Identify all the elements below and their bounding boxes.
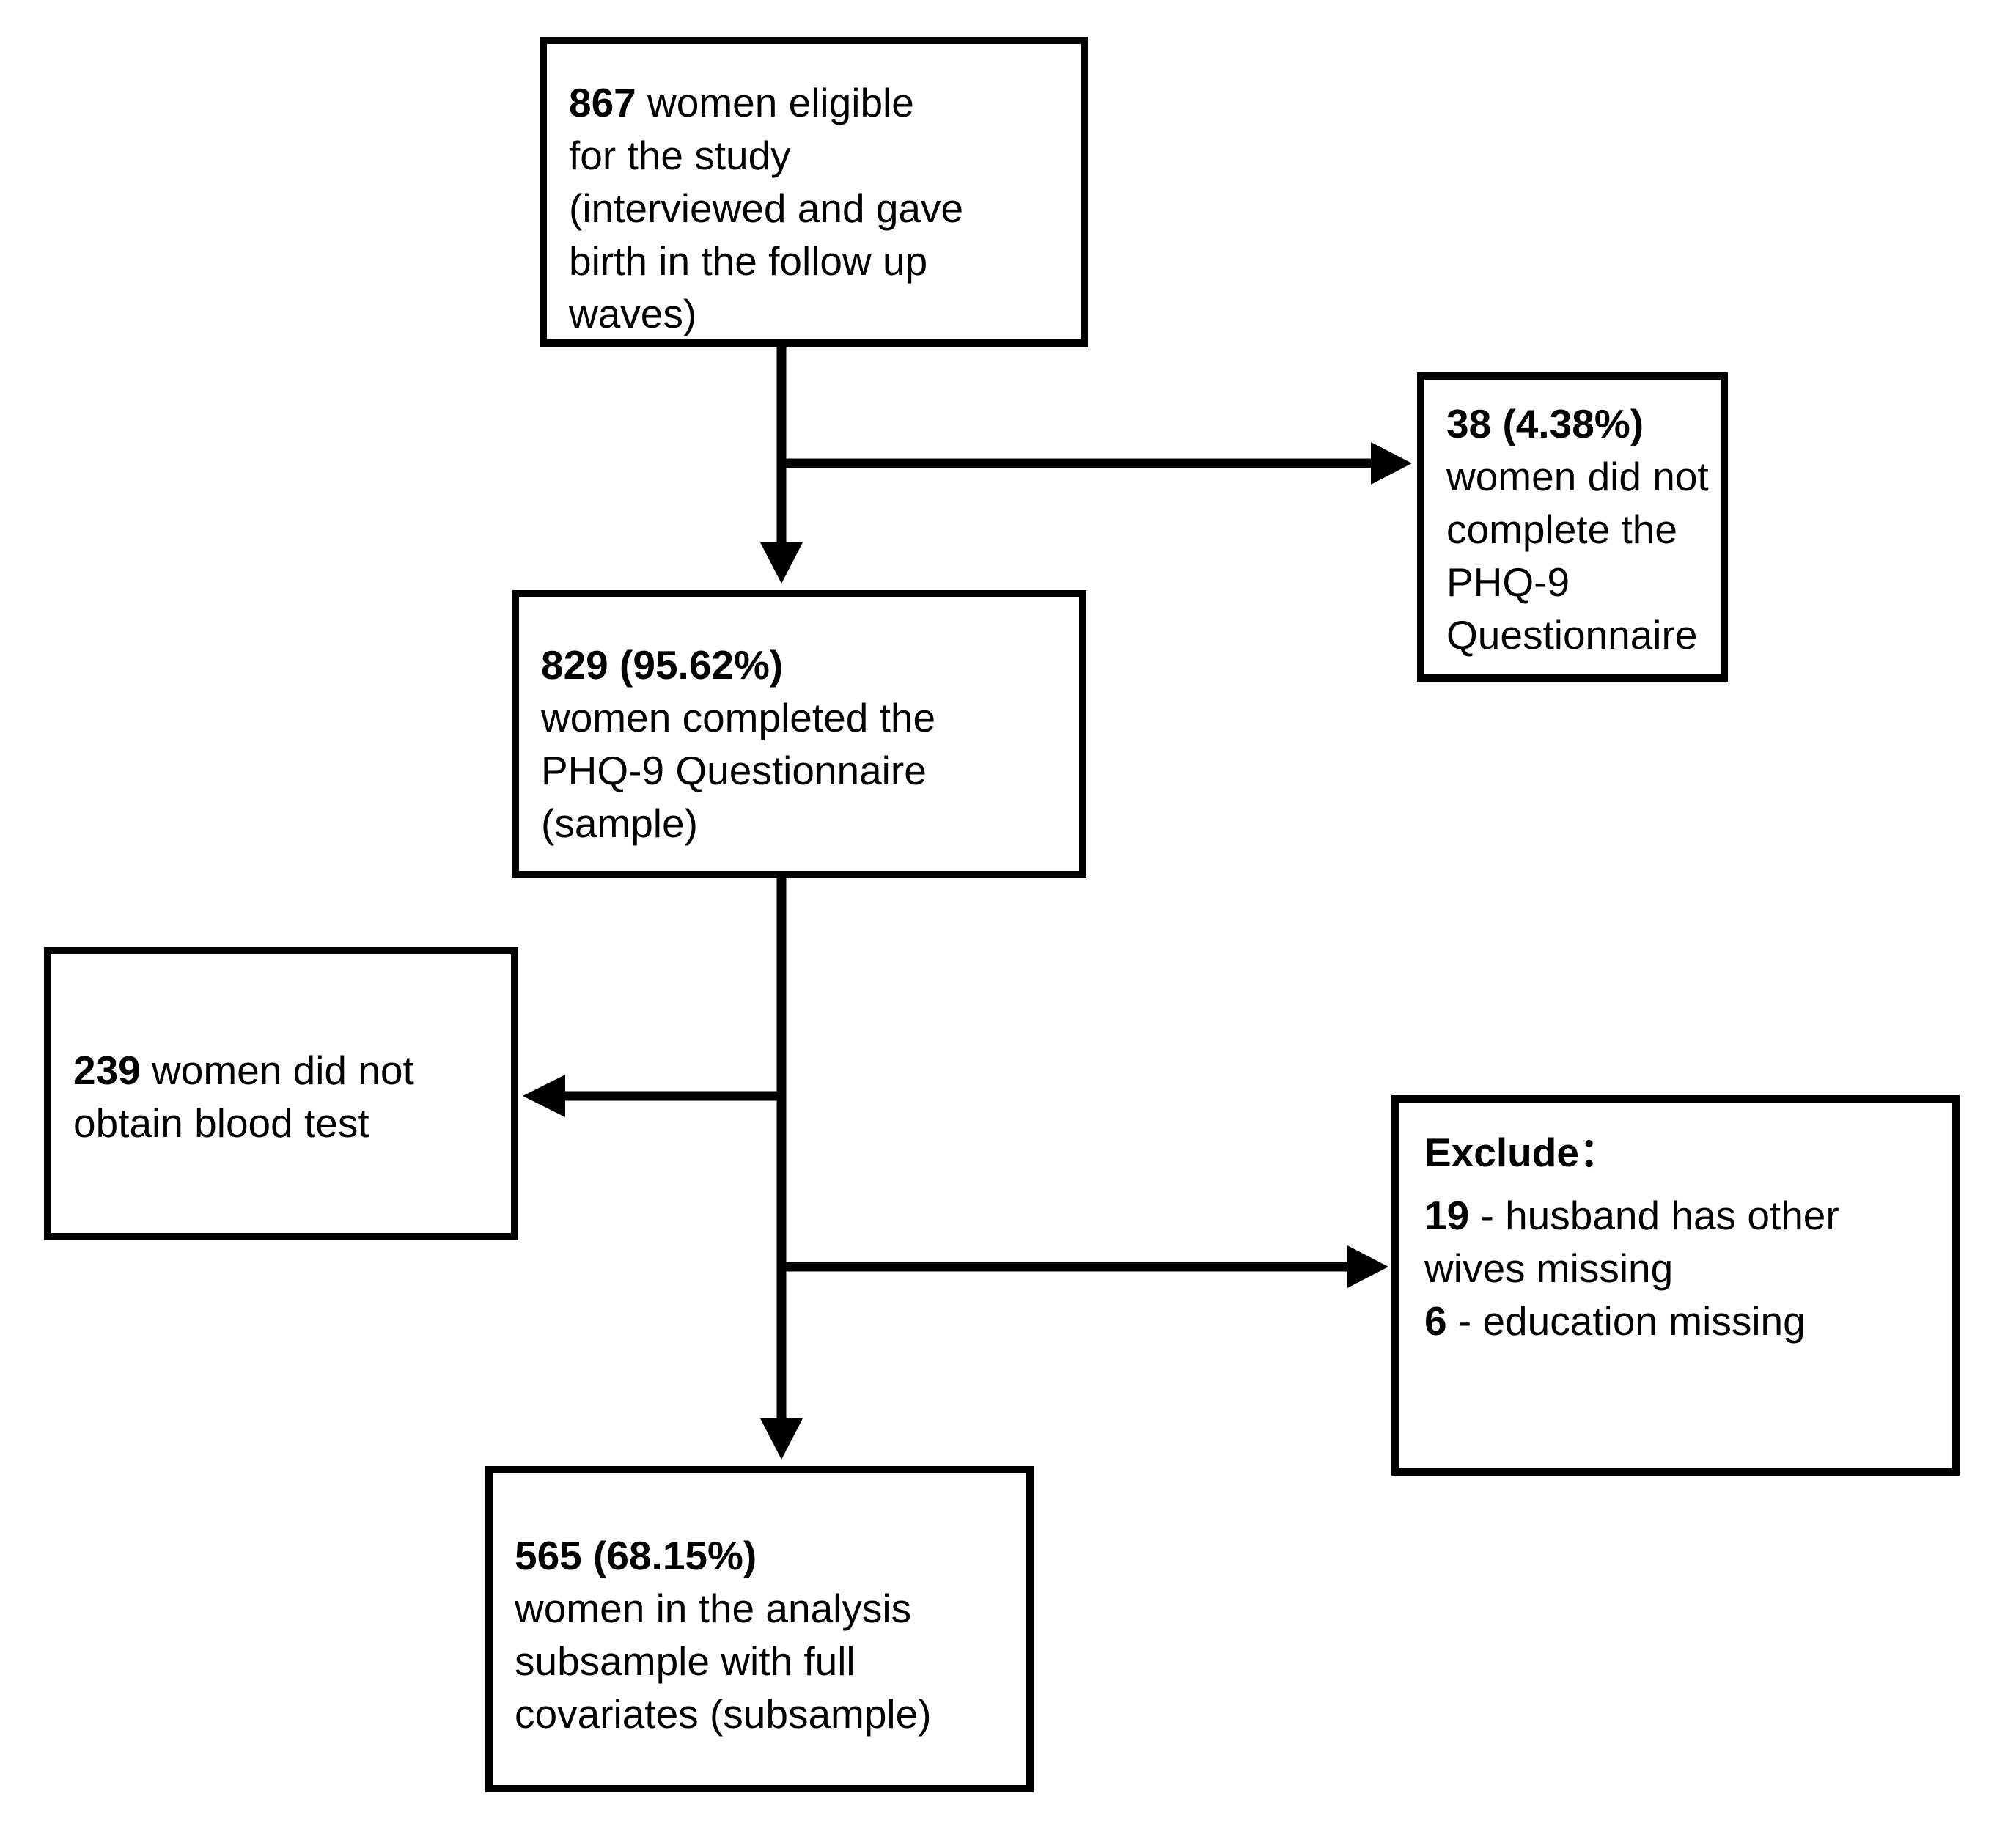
text-line: 565 (68.15%) bbox=[515, 1529, 1019, 1582]
arrow-right-head-2 bbox=[1347, 1245, 1388, 1288]
text-line: 19 - husband has other bbox=[1424, 1189, 1945, 1242]
box-exclude: Exclude： 19 - husband has other wives mi… bbox=[1391, 1095, 1960, 1476]
text-line: obtain blood test bbox=[73, 1097, 504, 1149]
line-text: PHQ-9 Questionnaire bbox=[541, 748, 927, 793]
line-text: women did not bbox=[140, 1048, 414, 1093]
line-text: birth in the follow up bbox=[569, 238, 928, 284]
box-phq9-completed: 829 (95.62%) women completed the PHQ-9 Q… bbox=[512, 590, 1086, 878]
text-line: (interviewed and gave bbox=[569, 182, 1070, 235]
line-text: - husband has other bbox=[1469, 1193, 1839, 1238]
bold-count: 829 (95.62%) bbox=[541, 642, 784, 688]
line-text: Questionnaire bbox=[1446, 612, 1698, 658]
text-line: PHQ-9 Questionnaire bbox=[541, 744, 1068, 797]
line-text: women did not bbox=[1446, 454, 1709, 499]
bold-count: 6 bbox=[1424, 1298, 1447, 1344]
line-text: (sample) bbox=[541, 801, 698, 846]
bold-count: 38 (4.38%) bbox=[1446, 401, 1644, 446]
text-line: covariates (subsample) bbox=[515, 1688, 1019, 1740]
box-analysis-subsample: 565 (68.15%) women in the analysis subsa… bbox=[485, 1466, 1034, 1792]
line-text: PHQ-9 bbox=[1446, 559, 1570, 605]
text-line: women did not bbox=[1446, 450, 1713, 503]
line-text: (interviewed and gave bbox=[569, 185, 964, 231]
line-text: women in the analysis bbox=[515, 1586, 912, 1631]
text-line: subsample with full bbox=[515, 1635, 1019, 1688]
line-text: women eligible bbox=[636, 80, 914, 125]
text-line: women completed the bbox=[541, 691, 1068, 744]
box-eligible: 867 women eligible for the study (interv… bbox=[540, 37, 1088, 347]
arrow-down-head-1 bbox=[760, 542, 803, 584]
arrow-left-head-1 bbox=[523, 1075, 565, 1117]
line-text: obtain blood test bbox=[73, 1100, 369, 1146]
line-text: for the study bbox=[569, 133, 791, 178]
exclude-heading: Exclude： bbox=[1424, 1130, 1619, 1175]
line-text: wives missing bbox=[1424, 1245, 1674, 1291]
text-line: PHQ-9 bbox=[1446, 556, 1713, 608]
line-text: waves) bbox=[569, 291, 697, 336]
line-text: women completed the bbox=[541, 695, 936, 740]
text-line: women in the analysis bbox=[515, 1582, 1019, 1635]
text-line: 239 women did not bbox=[73, 1044, 504, 1097]
text-line: 829 (95.62%) bbox=[541, 639, 1068, 691]
text-line: Questionnaire bbox=[1446, 608, 1713, 661]
text-line: waves) bbox=[569, 287, 1070, 340]
line-text: complete the bbox=[1446, 507, 1677, 552]
line-text: - education missing bbox=[1446, 1298, 1806, 1344]
text-line: for the study bbox=[569, 129, 1070, 182]
line-text: subsample with full bbox=[515, 1638, 856, 1684]
box-no-blood-test: 239 women did not obtain blood test bbox=[44, 947, 518, 1240]
bold-count: 239 bbox=[73, 1048, 141, 1093]
text-line: Exclude： bbox=[1424, 1126, 1945, 1179]
line-text: covariates (subsample) bbox=[515, 1691, 932, 1737]
text-line: 6 - education missing bbox=[1424, 1295, 1945, 1347]
text-line: birth in the follow up bbox=[569, 235, 1070, 287]
arrow-down-head-2 bbox=[760, 1418, 803, 1460]
bold-count: 565 (68.15%) bbox=[515, 1533, 757, 1578]
text-line: 38 (4.38%) bbox=[1446, 397, 1713, 450]
bold-count: 867 bbox=[569, 80, 636, 125]
text-line: (sample) bbox=[541, 797, 1068, 850]
text-line: complete the bbox=[1446, 503, 1713, 556]
arrow-right-head-1 bbox=[1371, 442, 1412, 485]
bold-count: 19 bbox=[1424, 1193, 1470, 1238]
text-line: 867 women eligible bbox=[569, 76, 1070, 129]
text-line: wives missing bbox=[1424, 1242, 1945, 1295]
box-phq9-not-completed: 38 (4.38%) women did not complete the PH… bbox=[1417, 372, 1728, 682]
